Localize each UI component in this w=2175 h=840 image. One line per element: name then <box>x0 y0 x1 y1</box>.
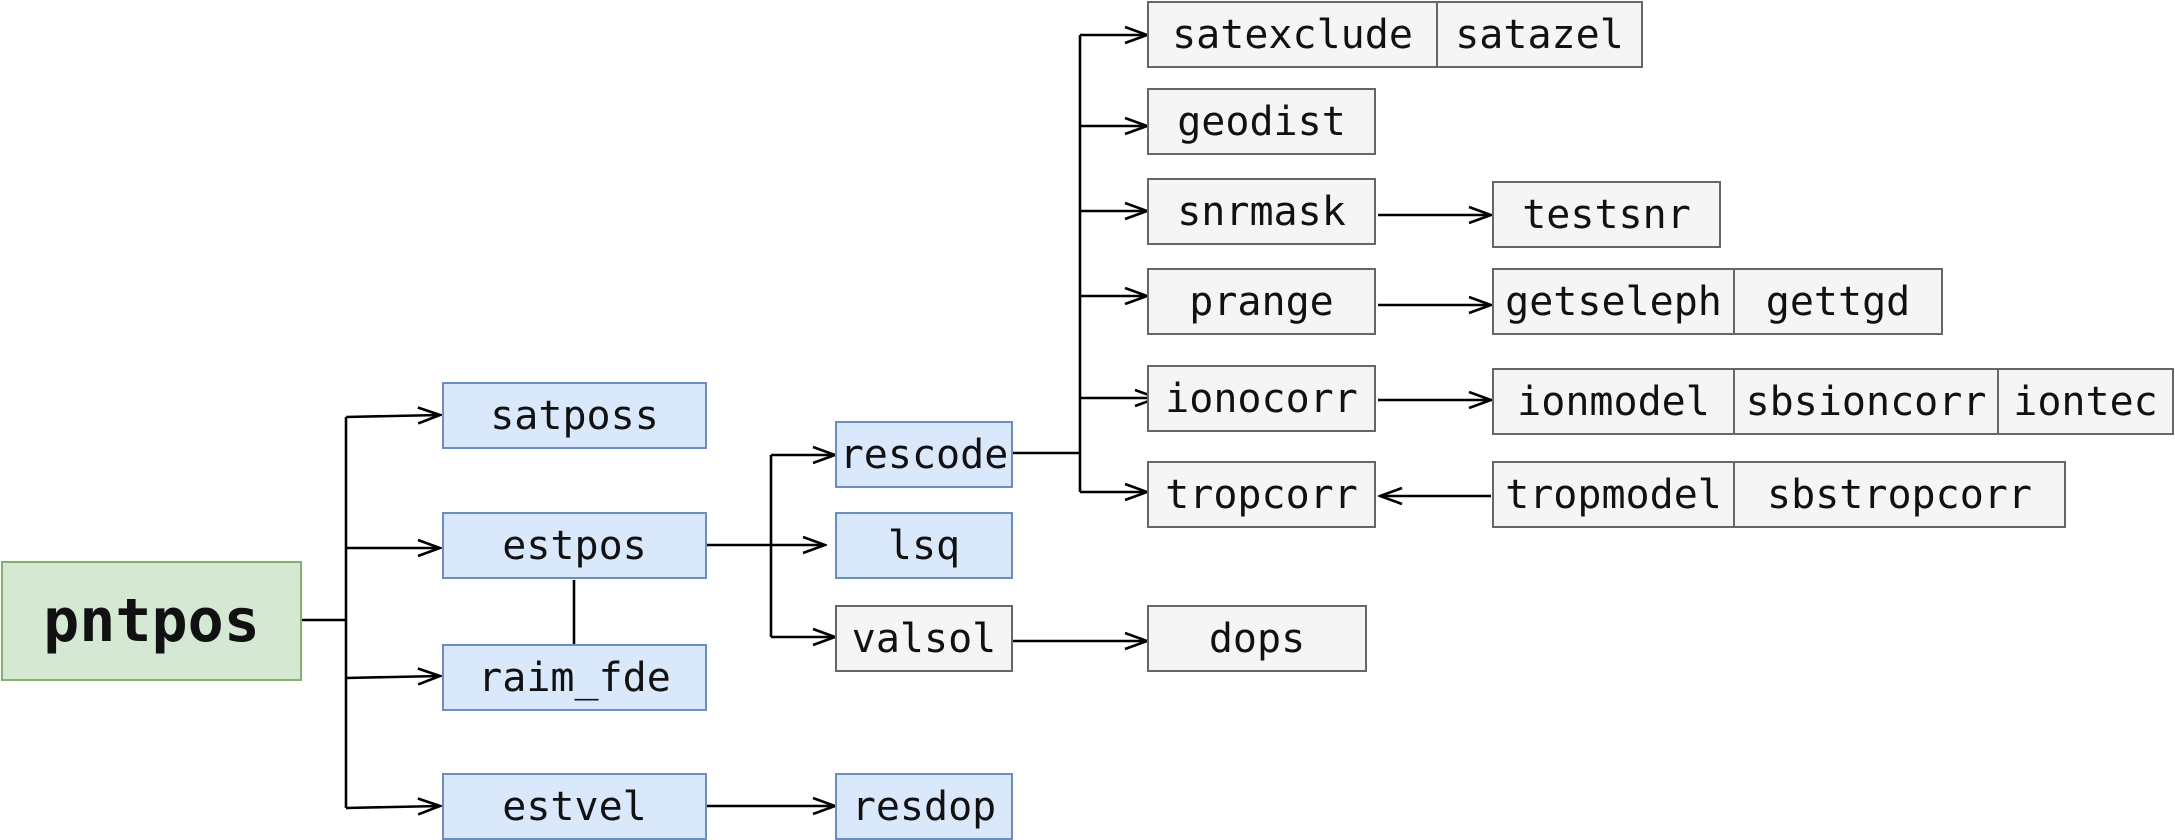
node-iontec: iontec <box>1997 368 2174 435</box>
edge-pntpos-estvel <box>345 806 440 808</box>
node-ionocorr: ionocorr <box>1147 365 1376 432</box>
node-lsq: lsq <box>835 512 1013 579</box>
node-pntpos: pntpos <box>1 561 302 681</box>
node-sbstropcorr: sbstropcorr <box>1733 461 2066 528</box>
node-getseleph: getseleph <box>1492 268 1733 335</box>
node-satazel: satazel <box>1436 1 1643 68</box>
node-testsnr: testsnr <box>1492 181 1721 248</box>
node-tropmodel: tropmodel <box>1492 461 1733 528</box>
edge-pntpos-raim_fde <box>345 676 440 678</box>
node-geodist: geodist <box>1147 88 1376 155</box>
node-tropcorr: tropcorr <box>1147 461 1376 528</box>
node-valsol: valsol <box>835 605 1013 672</box>
node-sbsioncorr: sbsioncorr <box>1733 368 1997 435</box>
node-estpos: estpos <box>442 512 707 579</box>
node-prange: prange <box>1147 268 1376 335</box>
node-gettgd: gettgd <box>1733 268 1943 335</box>
node-rescode: rescode <box>835 421 1013 488</box>
node-estvel: estvel <box>442 773 707 840</box>
node-satexclude: satexclude <box>1147 1 1436 68</box>
node-snrmask: snrmask <box>1147 178 1376 245</box>
node-dops: dops <box>1147 605 1367 672</box>
node-resdop: resdop <box>835 773 1013 840</box>
node-ionmodel: ionmodel <box>1492 368 1733 435</box>
node-raim_fde: raim_fde <box>442 644 707 711</box>
node-satposs: satposs <box>442 382 707 449</box>
edge-pntpos-satposs <box>345 415 440 417</box>
